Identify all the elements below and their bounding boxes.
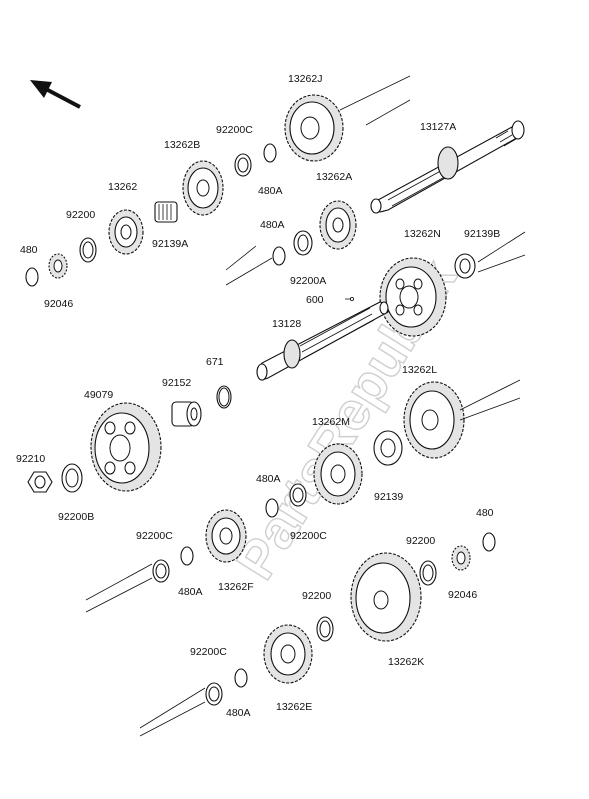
label-13262B: 13262B xyxy=(164,139,200,151)
label-92200B: 92200B xyxy=(58,511,94,523)
label-92210: 92210 xyxy=(16,453,45,465)
label-13262F: 13262F xyxy=(218,581,254,593)
label-92046-right: 92046 xyxy=(448,589,477,601)
gear-13262L xyxy=(403,381,465,459)
label-480-right: 480 xyxy=(476,507,494,519)
washer-92200C-left xyxy=(152,559,170,583)
label-13262J: 13262J xyxy=(288,73,322,85)
bearing-92046-right xyxy=(451,545,471,571)
shaft-13128 xyxy=(256,301,389,381)
bearing-92139 xyxy=(373,430,403,466)
label-13128: 13128 xyxy=(272,318,301,330)
gear-13262M xyxy=(313,443,363,505)
label-92200C-left: 92200C xyxy=(136,530,173,542)
gear-13262 xyxy=(108,209,144,255)
gear-13262B xyxy=(182,160,224,216)
gear-13262E xyxy=(263,624,313,684)
gear-13262K xyxy=(350,552,422,642)
label-13262L: 13262L xyxy=(402,364,437,376)
gear-13262F xyxy=(205,509,247,563)
washer-92200C-top xyxy=(234,153,252,177)
washer-92200-top xyxy=(79,237,97,263)
label-92139B: 92139B xyxy=(464,228,500,240)
front-direction-arrow-icon xyxy=(30,80,81,109)
label-13262K: 13262K xyxy=(388,656,424,668)
label-92152: 92152 xyxy=(162,377,191,389)
label-13262M: 13262M xyxy=(312,416,350,428)
label-13127A: 13127A xyxy=(420,121,456,133)
gear-13262J xyxy=(284,94,344,162)
circlip-480-right xyxy=(482,532,496,552)
nut-92210 xyxy=(27,471,53,493)
label-480A-mid: 480A xyxy=(260,219,285,231)
sprocket-49079 xyxy=(90,402,162,492)
label-600: 600 xyxy=(306,294,324,306)
label-480-left: 480 xyxy=(20,244,38,256)
washer-92200C-mid xyxy=(289,483,307,507)
washer-92200A xyxy=(293,230,313,256)
label-92200-right: 92200 xyxy=(406,535,435,547)
bearing-92139B xyxy=(454,253,476,279)
label-480A-top: 480A xyxy=(258,185,283,197)
circlip-480A-bottom xyxy=(234,668,248,688)
label-92046-left: 92046 xyxy=(44,298,73,310)
collar-92152 xyxy=(171,401,202,427)
gear-13262A xyxy=(319,200,357,250)
label-49079: 49079 xyxy=(84,389,113,401)
label-92200A: 92200A xyxy=(290,275,326,287)
gear-13262N xyxy=(379,257,447,337)
circlip-480A-left xyxy=(180,546,194,566)
label-671: 671 xyxy=(206,356,224,368)
label-480A-low: 480A xyxy=(256,473,281,485)
label-92200-top: 92200 xyxy=(66,209,95,221)
label-13262A: 13262A xyxy=(316,171,352,183)
label-92200C-top: 92200C xyxy=(216,124,253,136)
washer-92200B xyxy=(61,463,83,493)
label-13262N: 13262N xyxy=(404,228,441,240)
circlip-480A-mid xyxy=(272,246,286,266)
label-480A-bottom: 480A xyxy=(226,707,251,719)
bearing-92139A xyxy=(154,201,178,223)
washer-92200C-bottom xyxy=(205,682,223,706)
label-92200C-bottom: 92200C xyxy=(190,646,227,658)
shaft-13127A xyxy=(370,120,525,214)
circlip-480A-top xyxy=(263,143,277,163)
label-92200-low: 92200 xyxy=(302,590,331,602)
label-92139: 92139 xyxy=(374,491,403,503)
circlip-480A-low xyxy=(265,498,279,518)
bearing-92046-left xyxy=(48,253,68,279)
oring-671 xyxy=(216,385,232,409)
washer-92200-right xyxy=(419,560,437,586)
label-92139A: 92139A xyxy=(152,238,188,250)
washer-92200-low xyxy=(316,616,334,642)
label-92200C-mid: 92200C xyxy=(290,530,327,542)
label-480A-left: 480A xyxy=(178,586,203,598)
label-13262: 13262 xyxy=(108,181,137,193)
circlip-480-left xyxy=(25,267,39,287)
label-13262E: 13262E xyxy=(276,701,312,713)
